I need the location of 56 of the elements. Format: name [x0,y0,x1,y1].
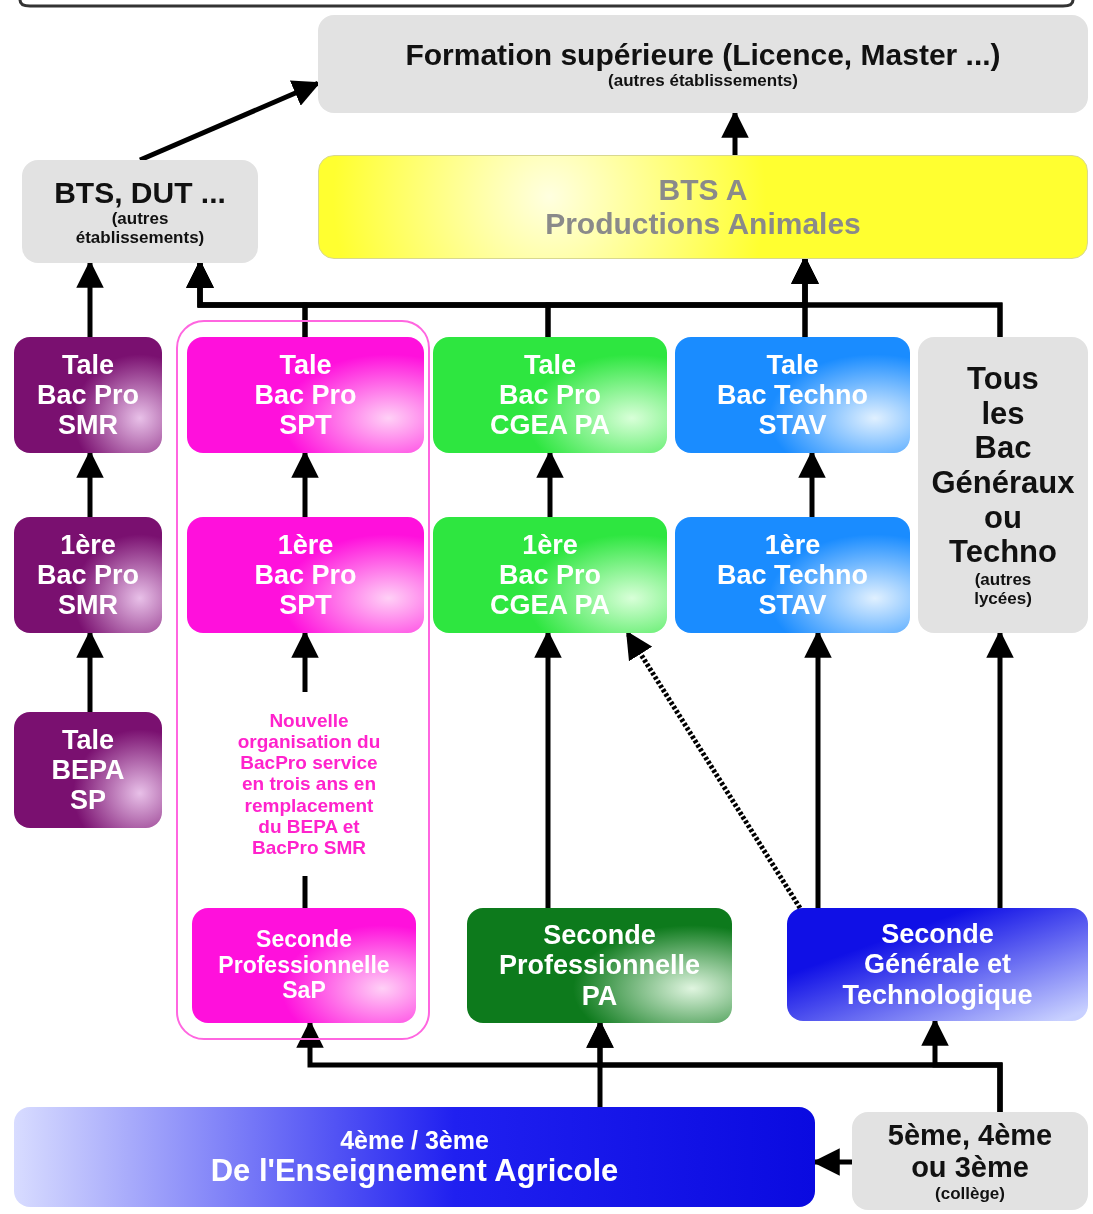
level-box [787,908,1088,1021]
course-box [318,155,1088,259]
box-subtitle: (autres lycées) [974,570,1032,609]
arrow [721,110,749,155]
level-box [14,712,162,828]
box-title: Seconde Professionnelle PA [498,920,701,1011]
arrow [291,630,319,692]
level-box [433,337,667,453]
box-subtitle: (autres établissements) [608,71,798,91]
box-title: 1ère Bac Pro SPT [254,529,357,621]
box-title: Tale Bac Pro CGEA PA [490,349,610,441]
destination-box [22,160,258,263]
box-title: Tale Bac Pro SMR [36,349,139,441]
arrow [804,630,832,908]
box-title: BTS, DUT ... [54,175,226,210]
box-title: 5ème, 4ème ou 3ème [887,1119,1053,1184]
level-box [187,337,424,453]
box-title: Seconde Générale et Technologique [842,919,1033,1010]
arrow [798,450,826,517]
destination-box [318,15,1088,113]
arrow [76,450,104,517]
box-subtitle: (autres établissements) [75,209,205,248]
level-box [918,337,1088,633]
arrow [536,450,564,517]
arrow [625,630,803,910]
arrow [291,450,319,517]
level-box [467,908,732,1023]
level-box [192,908,416,1023]
arrow [76,260,104,337]
box-title: 1ère Bac Pro CGEA PA [490,529,610,621]
box-subtitle: (collège) [935,1183,1005,1203]
arrow [921,1018,1003,1112]
box-title: 1ère Bac Pro SMR [36,529,139,621]
entry-box [14,1107,815,1207]
box-subtitle: De l'Enseignement Agricole [210,1153,619,1189]
level-box [14,337,162,453]
box-title: 1ère Bac Techno STAV [717,529,868,621]
note-text: Nouvelle organisation du BacPro service en trois ans en remplacement du BEPA et BacPro SMR [237,709,381,859]
level-box [14,517,162,633]
box-title: Tale Bac Techno STAV [717,349,868,441]
box-title: Tale BEPA SP [51,724,125,816]
level-box [675,517,910,633]
arrow [986,630,1014,908]
box-title: Formation supérieure (Licence, Master ...) [405,37,1001,72]
box-title: Tous les Bac Généraux ou Techno [931,361,1075,571]
arrow [534,630,562,908]
entry-box [852,1112,1088,1210]
box-title: Seconde Professionnelle SaP [218,926,390,1005]
arrow [586,1020,614,1107]
level-box [433,517,667,633]
group-frame [176,320,430,1040]
box-title: 4ème / 3ème [340,1125,489,1154]
level-box [187,517,424,633]
level-box [675,337,910,453]
arrow [76,630,104,712]
box-title: Tale Bac Pro SPT [254,349,357,441]
